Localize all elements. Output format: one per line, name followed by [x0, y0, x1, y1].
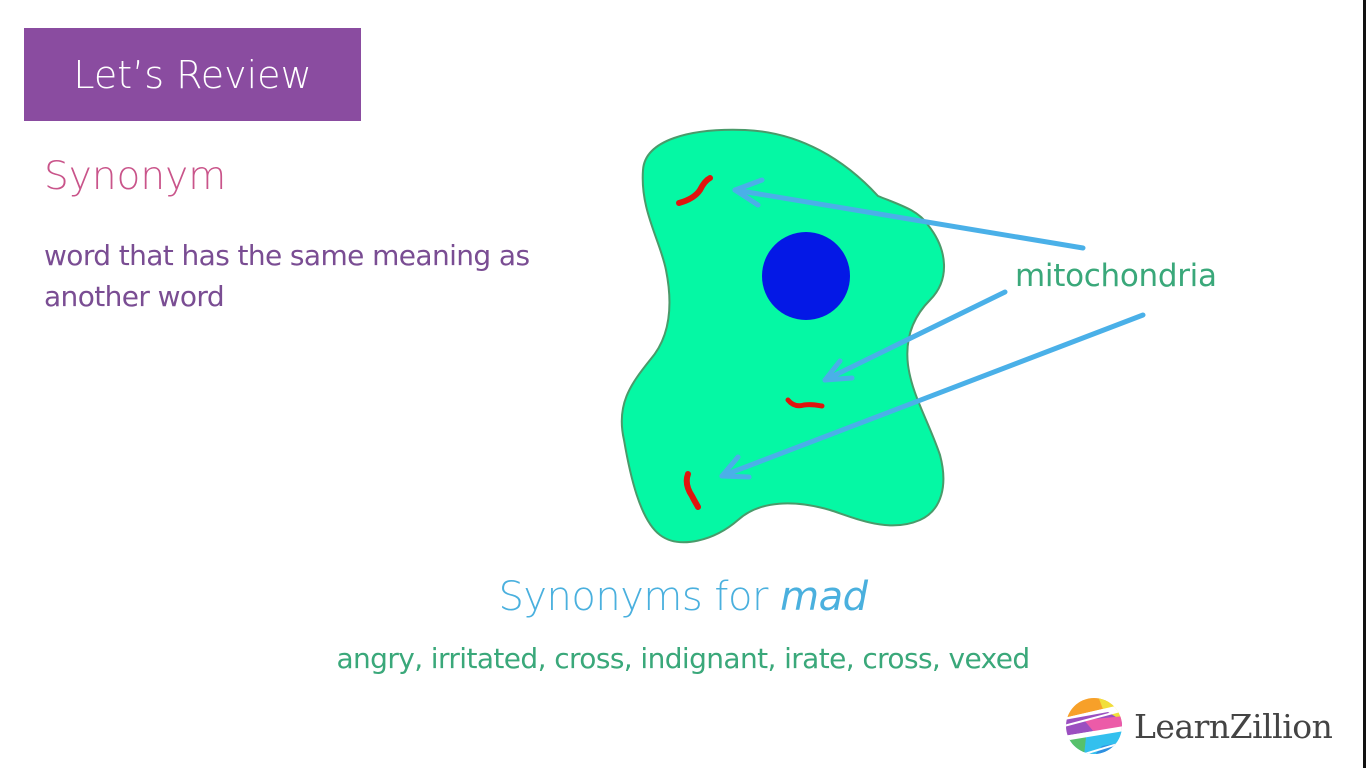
mitochondria-label: mitochondria	[1015, 258, 1217, 294]
arrow-2	[822, 289, 1008, 383]
brand-logo: LearnZillion	[1064, 696, 1333, 756]
arrow-1	[732, 177, 1086, 251]
synonyms-heading-word: mad	[780, 574, 868, 620]
synonyms-list: angry, irritated, cross, indignant, irat…	[336, 642, 1030, 675]
vocabulary-definition: word that has the same meaning as anothe…	[44, 239, 530, 313]
mitochondrion-3	[683, 471, 701, 510]
brand-name: LearnZillion	[1134, 706, 1333, 746]
synonyms-heading-prefix: Synonyms for	[498, 574, 781, 620]
mitochondrion-1	[676, 175, 713, 206]
synonyms-heading: Synonyms for mad	[0, 574, 1366, 620]
cell-body	[620, 128, 945, 544]
arrow-3	[719, 312, 1146, 480]
section-title: Let’s Review	[73, 52, 312, 97]
vocabulary-term: Synonym	[44, 154, 227, 199]
learnzillion-logo-icon	[1066, 698, 1122, 754]
frame-edge	[1363, 0, 1366, 768]
section-title-banner: Let’s Review	[24, 28, 361, 121]
mitochondrion-2	[785, 397, 825, 409]
nucleus	[762, 232, 850, 320]
